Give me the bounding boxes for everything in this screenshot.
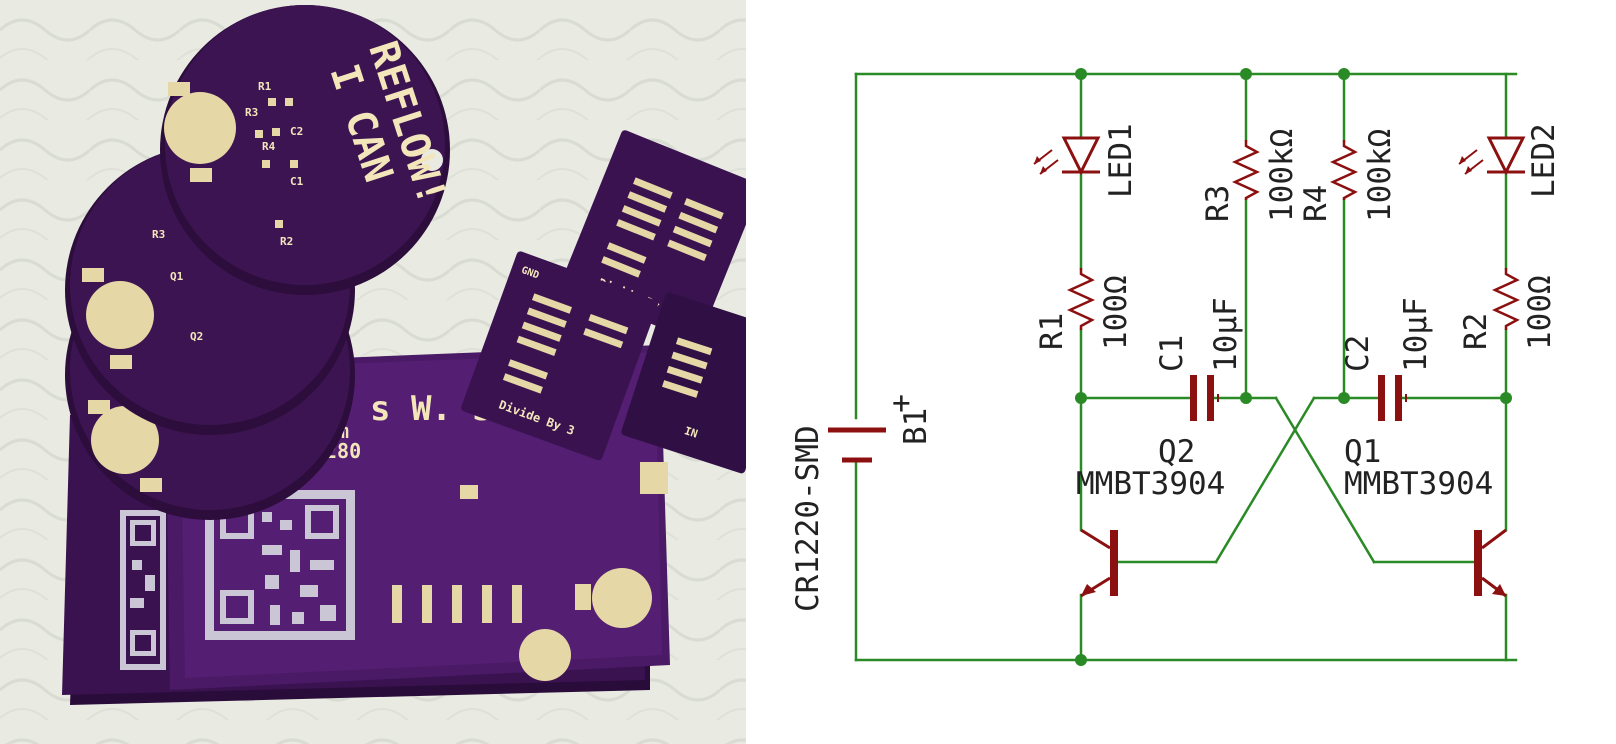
badge-top-c2: C2 bbox=[290, 125, 303, 138]
resistor-r3-value: 100kΩ bbox=[1264, 129, 1300, 222]
resistor-r2-name: R2 bbox=[1458, 313, 1494, 350]
resistor-r4-value: 100kΩ bbox=[1362, 129, 1398, 222]
divider-board-2: Divide By 3 GND bbox=[461, 251, 658, 461]
battery-value: CR1220-SMD bbox=[790, 425, 826, 612]
pcb-photo-drawing: s W. S om 280 bbox=[0, 0, 746, 744]
led2-symbol bbox=[1458, 136, 1526, 176]
transistor-q1-symbol bbox=[1474, 528, 1507, 598]
junction-dots bbox=[1075, 68, 1512, 666]
led2-name: LED2 bbox=[1526, 123, 1562, 198]
badge-top: R1 R3 R4 C2 C1 R2 I CAN REFLOW! bbox=[160, 5, 455, 295]
badge-top-r4: R4 bbox=[262, 140, 276, 153]
badge-top-r2: R2 bbox=[280, 235, 293, 248]
battery-name: B1 bbox=[898, 408, 934, 445]
resistor-r3-name: R3 bbox=[1200, 185, 1236, 222]
transistor-q2-value: MMBT3904 bbox=[1076, 466, 1225, 502]
resistor-r3-symbol bbox=[1231, 140, 1261, 200]
led1-symbol bbox=[1033, 136, 1101, 176]
capacitor-c1-name: C1 bbox=[1154, 335, 1190, 372]
divider-board-3-in: IN bbox=[683, 424, 700, 440]
led1-name: LED1 bbox=[1103, 123, 1139, 198]
resistor-r1-symbol bbox=[1066, 268, 1096, 330]
resistor-r2-value: 100Ω bbox=[1522, 275, 1558, 350]
transistor-q1-value: MMBT3904 bbox=[1344, 466, 1493, 502]
capacitor-c2-value: 10μF bbox=[1398, 297, 1434, 372]
resistor-r1-name: R1 bbox=[1034, 313, 1070, 350]
resistor-r2-symbol bbox=[1491, 268, 1521, 330]
battery-plus-sign: + bbox=[892, 385, 911, 421]
capacitor-c2-name: C2 bbox=[1340, 335, 1376, 372]
capacitor-c1-value: 10μF bbox=[1208, 297, 1244, 372]
schematic-drawing: + B1 CR1220-SMD LED1 LED2 R1 100Ω R2 100… bbox=[790, 68, 1562, 666]
badge-middle-q2: Q2 bbox=[190, 330, 203, 343]
capacitor-c2-symbol bbox=[1378, 375, 1407, 421]
resistor-r1-value: 100Ω bbox=[1098, 275, 1134, 350]
transistor-q2-symbol bbox=[1080, 528, 1118, 598]
qr-code-small bbox=[120, 510, 166, 670]
badge-top-r3: R3 bbox=[245, 106, 258, 119]
badge-top-r1: R1 bbox=[258, 80, 272, 93]
qr-code-large bbox=[205, 490, 355, 640]
transistor-q2-name: Q2 bbox=[1158, 434, 1195, 470]
resistor-r4-name: R4 bbox=[1298, 185, 1334, 222]
wires bbox=[854, 72, 1518, 662]
badge-middle-r3: R3 bbox=[152, 228, 165, 241]
transistor-q1-name: Q1 bbox=[1344, 434, 1381, 470]
capacitor-c1-symbol bbox=[1190, 375, 1219, 421]
battery-b1 bbox=[828, 427, 886, 463]
divider-board-3: IN bbox=[621, 292, 746, 474]
resistor-r4-symbol bbox=[1329, 140, 1359, 200]
card-pads bbox=[392, 462, 668, 681]
pcb-photo: s W. S om 280 bbox=[0, 0, 746, 744]
badge-middle-q1: Q1 bbox=[170, 270, 184, 283]
schematic-panel: + B1 CR1220-SMD LED1 LED2 R1 100Ω R2 100… bbox=[746, 0, 1616, 744]
badge-top-c1: C1 bbox=[290, 175, 304, 188]
